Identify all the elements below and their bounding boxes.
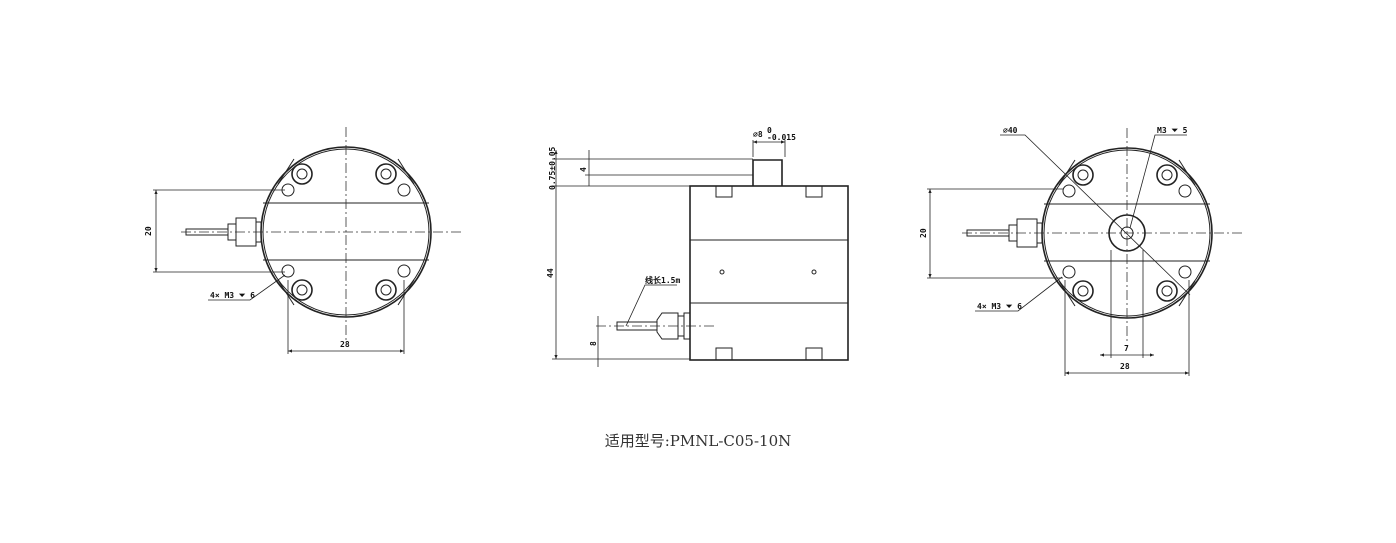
- height-dim: 44: [546, 268, 555, 278]
- model-caption: 适用型号:PMNL-C05-10N: [604, 432, 792, 450]
- dim-width: 28: [340, 340, 350, 349]
- cable-note: 线长1.5m: [645, 275, 680, 285]
- step-dim: 4: [579, 167, 588, 172]
- side-view: ∅8 0 -0.015 0.75±0.05 4 44 8 线长1.5m: [546, 126, 849, 367]
- dim-width-right: 28: [1120, 362, 1130, 371]
- center-thread: M3 ⏷ 5: [1157, 126, 1188, 135]
- cable-offset: 8: [589, 341, 598, 346]
- dim-height: 20: [144, 226, 153, 236]
- front-view-left: 20 28 4× M3 ⏷ 6: [144, 126, 465, 354]
- boss-width: 7: [1124, 344, 1129, 353]
- shaft-tol-lower: -0.015: [767, 133, 796, 142]
- shaft-dia: ∅8: [753, 130, 763, 139]
- hole-note: 4× M3 ⏷ 6: [210, 291, 255, 300]
- shaft-tol-upper: 0: [767, 126, 772, 135]
- outer-dia: ∅40: [1003, 126, 1018, 135]
- dim-height-right: 20: [919, 228, 928, 238]
- rear-view-right: ∅40 M3 ⏷ 5 20 7 28 4× M3 ⏷ 6: [919, 126, 1246, 376]
- hole-note-right: 4× M3 ⏷ 6: [977, 302, 1022, 311]
- top-offset: 0.75±0.05: [548, 146, 557, 190]
